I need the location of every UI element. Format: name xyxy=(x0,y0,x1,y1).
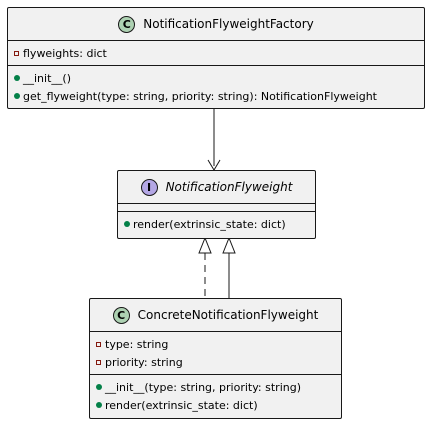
interface-stereotype-icon: I xyxy=(140,178,158,196)
private-visibility-icon xyxy=(14,50,23,56)
method-text: render(extrinsic_state: dict) xyxy=(105,398,258,412)
factory-class-header: C NotificationFlyweightFactory xyxy=(8,8,424,41)
interface-box[interactable]: I NotificationFlyweight render(extrinsic… xyxy=(117,170,316,239)
method-row: render(extrinsic_state: dict) xyxy=(124,215,315,233)
concrete-methods: __init__(type: string, priority: string)… xyxy=(90,375,341,417)
factory-class-box[interactable]: C NotificationFlyweightFactory flyweight… xyxy=(7,7,425,109)
factory-fields: flyweights: dict xyxy=(8,41,424,66)
public-visibility-icon xyxy=(96,384,105,390)
method-text: get_flyweight(type: string, priority: st… xyxy=(23,89,377,103)
factory-methods: __init__() get_flyweight(type: string, p… xyxy=(8,66,424,108)
method-row: __init__() xyxy=(14,69,424,87)
class-stereotype-icon: C xyxy=(112,306,130,324)
public-visibility-icon xyxy=(96,402,105,408)
interface-fields-empty xyxy=(118,204,315,212)
field-text: type: string xyxy=(105,337,169,351)
private-visibility-icon xyxy=(96,359,105,365)
field-text: flyweights: dict xyxy=(23,46,107,60)
field-row: priority: string xyxy=(96,353,341,371)
concrete-class-name: ConcreteNotificationFlyweight xyxy=(137,308,319,322)
factory-class-name: NotificationFlyweightFactory xyxy=(143,17,314,31)
generalization-arrowhead xyxy=(222,236,236,254)
method-text: render(extrinsic_state: dict) xyxy=(133,217,286,231)
method-text: __init__() xyxy=(23,71,71,85)
class-stereotype-icon: C xyxy=(118,15,136,33)
interface-name: NotificationFlyweight xyxy=(165,180,293,194)
concrete-fields: type: string priority: string xyxy=(90,332,341,375)
method-row: render(extrinsic_state: dict) xyxy=(96,396,341,414)
interface-header: I NotificationFlyweight xyxy=(118,171,315,204)
private-visibility-icon xyxy=(96,341,105,347)
public-visibility-icon xyxy=(124,221,133,227)
field-row: type: string xyxy=(96,335,341,353)
public-visibility-icon xyxy=(14,75,23,81)
method-row: get_flyweight(type: string, priority: st… xyxy=(14,87,424,105)
realization-arrowhead xyxy=(198,236,212,254)
interface-methods: render(extrinsic_state: dict) xyxy=(118,212,315,236)
method-row: __init__(type: string, priority: string) xyxy=(96,378,341,396)
field-text: priority: string xyxy=(105,355,183,369)
method-text: __init__(type: string, priority: string) xyxy=(105,380,301,394)
concrete-class-header: C ConcreteNotificationFlyweight xyxy=(90,299,341,332)
public-visibility-icon xyxy=(14,93,23,99)
field-row: flyweights: dict xyxy=(14,44,424,62)
concrete-class-box[interactable]: C ConcreteNotificationFlyweight type: st… xyxy=(89,298,342,419)
